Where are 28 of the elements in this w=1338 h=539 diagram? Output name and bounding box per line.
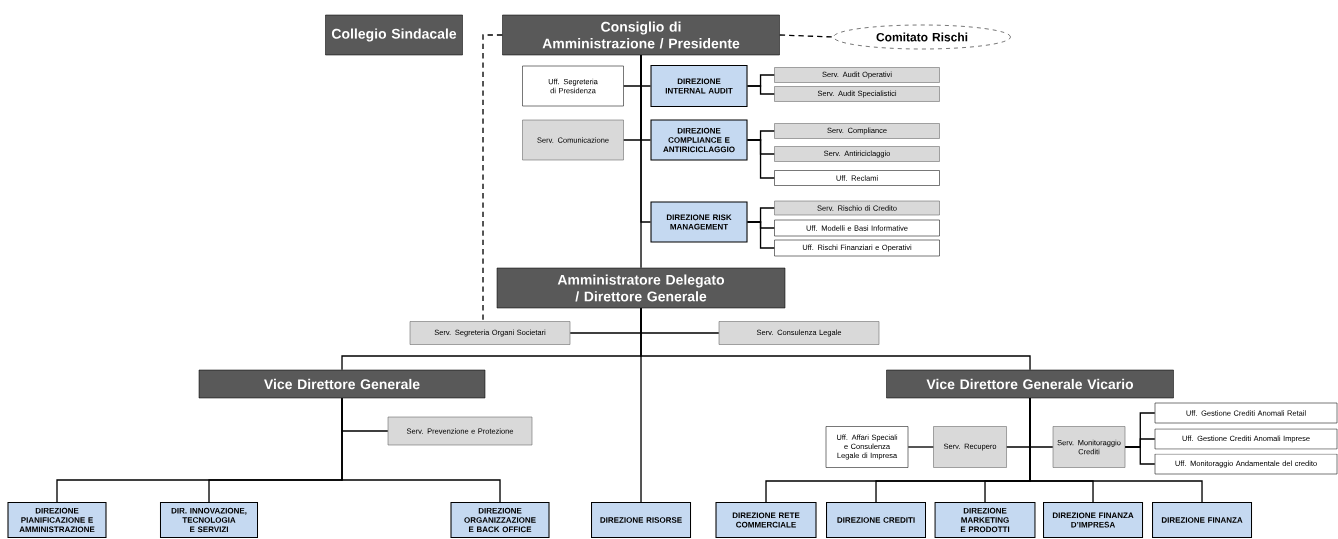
executive-box: Amministratore Delegato / Direttore Generale (496, 267, 786, 309)
department-box: DIREZIONE CREDITI (825, 501, 927, 539)
connector-line (746, 139, 775, 179)
department-box: DIREZIONE FINANZA D’IMPRESA (1042, 501, 1144, 539)
department-box: DIREZIONE INTERNAL AUDIT (650, 64, 748, 108)
department-box: DIREZIONE COMPLIANCE E ANTIRICICLAGGIO (650, 119, 748, 161)
connector-line (746, 85, 775, 95)
dashed-connector-line (482, 34, 503, 322)
department-box: DIREZIONE PIANIFICAZIONE E AMMINISTRAZIONE (7, 501, 107, 539)
department-box: DIR. INNOVAZIONE, TECNOLOGIA E SERVIZI (159, 501, 259, 539)
connector-line (1029, 397, 1203, 503)
connector-line (746, 221, 775, 249)
executive-box: Vice Direttore Generale (198, 369, 486, 399)
department-box: DIREZIONE MARKETING E PRODOTTI (934, 501, 1036, 539)
department-box: DIREZIONE FINANZA (1151, 501, 1253, 539)
executive-box: Consiglio di Amministrazione / Presidente (502, 14, 780, 56)
dashed-connector-line (779, 34, 835, 38)
connector-line (907, 446, 934, 448)
department-box: DIREZIONE ORGANIZZAZIONE E BACK OFFICE (450, 501, 550, 539)
executive-box: Vice Direttore Generale Vicario (886, 369, 1174, 399)
connector-line (640, 307, 642, 503)
connector-line (1124, 446, 1156, 465)
department-box: DIREZIONE RISORSE (590, 501, 692, 539)
connector-line (341, 397, 501, 503)
executive-box: Collegio Sindacale (325, 14, 463, 56)
connector-line (640, 54, 642, 269)
department-box: DIREZIONE RISK MANAGEMENT (650, 201, 748, 243)
department-box: DIREZIONE RETE COMMERCIALE (715, 501, 817, 539)
